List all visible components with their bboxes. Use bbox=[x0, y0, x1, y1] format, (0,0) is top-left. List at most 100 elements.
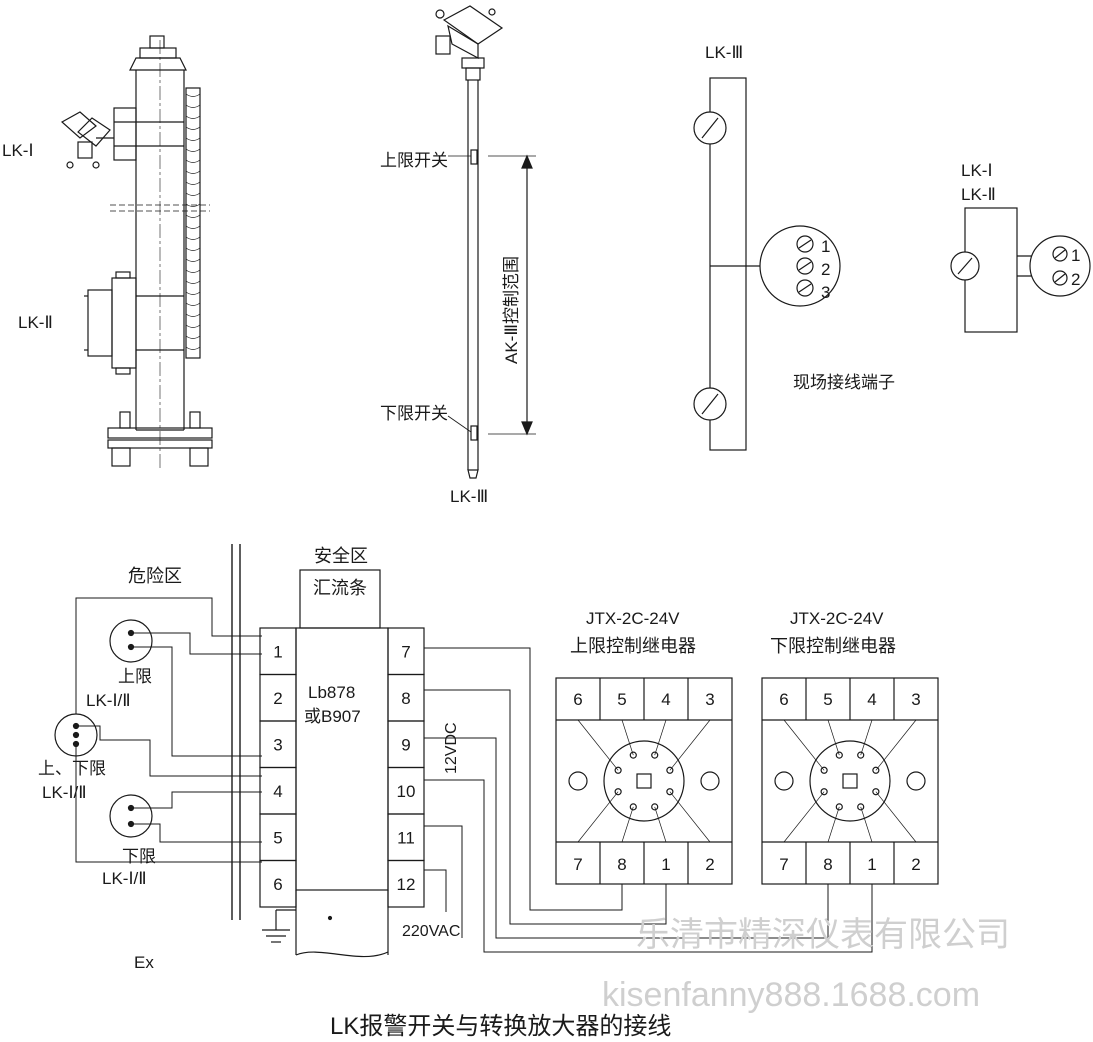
flap bbox=[185, 93, 201, 97]
lk1-label: LK-Ⅰ bbox=[2, 141, 33, 160]
level-gauge-assembly bbox=[60, 35, 213, 470]
diagram-title: LK报警开关与转换放大器的接线 bbox=[330, 1013, 671, 1040]
lower-limit-type: LK-Ⅰ/Ⅱ bbox=[102, 869, 147, 888]
flap bbox=[185, 192, 201, 196]
lk3-schematic bbox=[693, 77, 841, 451]
flap bbox=[185, 236, 201, 240]
socket-key bbox=[842, 773, 858, 789]
upper-limit-type: LK-Ⅰ/Ⅱ bbox=[86, 691, 131, 710]
socket-pin bbox=[629, 803, 637, 811]
relay-pin: 8 bbox=[617, 855, 626, 874]
terminal-number: 11 bbox=[397, 828, 415, 847]
amplifier-label-2: 或B907 bbox=[304, 707, 361, 726]
mount-hole bbox=[568, 771, 588, 791]
flap bbox=[185, 148, 201, 152]
flap bbox=[185, 126, 201, 130]
terminal-number: 6 bbox=[273, 875, 282, 894]
socket-pin bbox=[857, 803, 865, 811]
relay-pin: 4 bbox=[661, 690, 670, 709]
socket-pin bbox=[820, 788, 828, 796]
flap bbox=[185, 247, 201, 251]
flap bbox=[185, 225, 201, 229]
relay1-name: 上限控制继电器 bbox=[570, 636, 696, 656]
terminal-number: 3 bbox=[273, 735, 282, 754]
relay-pin: 3 bbox=[705, 690, 714, 709]
both-limit-label: 上、下限 bbox=[38, 759, 106, 778]
terminal-number: 5 bbox=[273, 828, 282, 847]
socket-pin bbox=[835, 751, 843, 759]
socket-pin bbox=[666, 766, 674, 774]
relay-pin: 1 bbox=[661, 855, 670, 874]
socket-pin bbox=[666, 788, 674, 796]
relay-pin: 5 bbox=[617, 690, 626, 709]
right-wiring bbox=[424, 647, 873, 953]
flap bbox=[185, 203, 201, 207]
vac-label: 220VAC bbox=[402, 923, 460, 940]
socket-pin bbox=[614, 788, 622, 796]
flap bbox=[185, 269, 201, 273]
busbar-label: 汇流条 bbox=[313, 578, 367, 598]
relay-pin: 7 bbox=[779, 855, 788, 874]
flap bbox=[185, 170, 201, 174]
flap bbox=[185, 291, 201, 295]
relay-pin: 3 bbox=[911, 690, 920, 709]
socket-pin bbox=[651, 751, 659, 759]
relay-pin: 2 bbox=[705, 855, 714, 874]
lower-switch-label: 下限开关 bbox=[380, 404, 448, 423]
lower-limit-sensor bbox=[109, 794, 153, 838]
terminal-3: 3 bbox=[821, 283, 830, 302]
socket-pin bbox=[614, 766, 622, 774]
lk2-label: LK-Ⅱ bbox=[18, 313, 53, 332]
lk12-terminal-1: 1 bbox=[1071, 246, 1080, 265]
terminal-number: 10 bbox=[397, 782, 416, 801]
flap bbox=[185, 335, 201, 339]
flap bbox=[185, 137, 201, 141]
lk2-switch-box bbox=[84, 271, 184, 375]
flap-scale bbox=[185, 93, 201, 350]
flap bbox=[185, 258, 201, 262]
terminal-number: 2 bbox=[273, 689, 282, 708]
lk12-terminal-2: 2 bbox=[1071, 270, 1080, 289]
lk3-top-label: LK-Ⅲ bbox=[705, 43, 743, 62]
flap bbox=[185, 324, 201, 328]
relay2-name: 下限控制继电器 bbox=[770, 636, 896, 656]
both-limit-type: LK-Ⅰ/Ⅱ bbox=[42, 783, 87, 802]
lk3-rod bbox=[435, 5, 536, 479]
watermark-line-2: kisenfanny888.1688.com bbox=[602, 976, 980, 1014]
socket-pin bbox=[651, 803, 659, 811]
lower-limit-label: 下限 bbox=[122, 847, 156, 866]
amplifier-label-1: Lb878 bbox=[308, 683, 355, 702]
upper-switch-label: 上限开关 bbox=[380, 151, 448, 170]
ex-label: Ex bbox=[134, 953, 154, 972]
socket-pin bbox=[872, 788, 880, 796]
relay-pin: 4 bbox=[867, 690, 876, 709]
flap bbox=[185, 280, 201, 284]
relay-pin: 2 bbox=[911, 855, 920, 874]
flap bbox=[185, 346, 201, 350]
socket-pin bbox=[835, 803, 843, 811]
lk1-junction-head bbox=[60, 111, 114, 169]
field-terminal-label: 现场接线端子 bbox=[793, 373, 895, 392]
terminal-number: 8 bbox=[401, 689, 410, 708]
upper-limit-sensor bbox=[109, 619, 153, 663]
relay-pin: 1 bbox=[867, 855, 876, 874]
mount-hole bbox=[906, 771, 926, 791]
socket-pin bbox=[857, 751, 865, 759]
terminal-cell bbox=[387, 859, 425, 908]
relay-pin: 8 bbox=[823, 855, 832, 874]
relay-pin: 5 bbox=[823, 690, 832, 709]
socket-key bbox=[636, 773, 652, 789]
terminal-number: 7 bbox=[401, 642, 410, 661]
danger-zone-label: 危险区 bbox=[128, 566, 182, 586]
flap bbox=[185, 115, 201, 119]
lk12-label-1: LK-Ⅰ bbox=[961, 161, 992, 180]
relay-socket bbox=[809, 740, 891, 822]
relay1-model: JTX-2C-24V bbox=[586, 609, 680, 628]
upper-limit-label: 上限 bbox=[118, 667, 152, 686]
mount-hole bbox=[700, 771, 720, 791]
